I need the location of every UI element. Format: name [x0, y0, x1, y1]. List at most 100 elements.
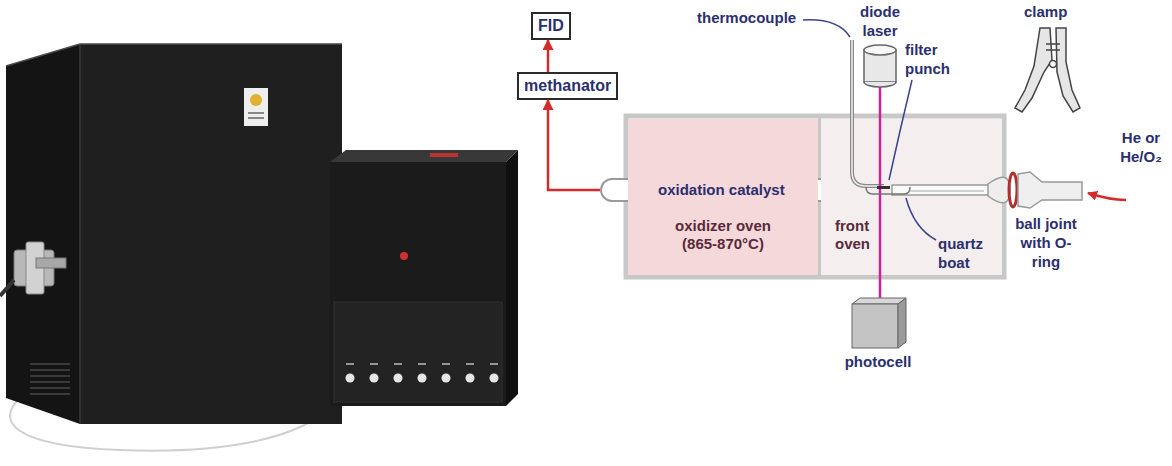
leader-line — [906, 198, 936, 240]
warning-sticker — [244, 88, 268, 126]
node-label: oxidation catalyst — [658, 181, 785, 199]
label-anchor: photocell — [845, 352, 912, 371]
diode-laser-symbol — [864, 50, 896, 82]
thermocouple-probe — [852, 40, 884, 186]
photocell-symbol — [898, 298, 906, 348]
photocell-symbol — [852, 298, 906, 304]
filter-punch-symbol — [877, 186, 890, 189]
oven-housing — [626, 116, 1004, 277]
ball-joint-symbol — [988, 172, 1082, 208]
gas-connector — [14, 250, 54, 286]
warning-sticker — [250, 94, 262, 106]
knob-marks — [466, 363, 474, 365]
ball-joint-symbol — [1009, 173, 1017, 207]
unit-edge — [6, 44, 80, 66]
panel-knobs — [346, 374, 499, 383]
leader-line — [803, 20, 850, 37]
knob-marks — [346, 363, 498, 365]
leader-line — [889, 80, 912, 180]
red-tag — [430, 153, 458, 157]
clamp-symbol — [1050, 61, 1057, 68]
panel-knobs — [418, 374, 427, 383]
unit-front — [80, 44, 342, 424]
knob-marks — [394, 363, 402, 365]
unit-front — [330, 162, 506, 406]
quartz-boat-symbol — [910, 190, 984, 191]
panel-knobs — [490, 374, 499, 383]
gas-connector — [36, 258, 66, 268]
knob-marks — [490, 363, 498, 365]
panel-knobs — [346, 374, 355, 383]
label-anchor: thermocouple — [697, 8, 796, 27]
thermocouple-probe — [852, 40, 884, 186]
label-anchor: filter punch — [905, 40, 950, 78]
gas-flow-arrow — [548, 100, 600, 190]
part-label: diode laser — [860, 2, 900, 40]
label-anchor: clamp — [1024, 2, 1067, 21]
label-anchor: ball joint with O-ring — [1009, 214, 1083, 271]
label-anchor: diode laser — [860, 2, 900, 40]
clamp-symbol — [1015, 28, 1052, 112]
warning-sticker — [248, 112, 264, 114]
part-label: filter punch — [905, 40, 950, 78]
node-label: oxidizer oven (865-870°C) — [661, 217, 785, 253]
detector-box: FID — [531, 12, 571, 40]
quartz-boat-symbol — [866, 187, 910, 194]
unit-side — [506, 150, 518, 406]
vent-grille — [30, 375, 70, 377]
power-lamp — [400, 252, 408, 260]
part-label: clamp — [1024, 2, 1067, 21]
diode-laser-symbol — [864, 45, 896, 87]
laser-beam — [879, 82, 882, 299]
thermocouple-probe — [852, 40, 884, 186]
knob-marks — [442, 363, 450, 365]
oven-housing — [626, 116, 1004, 277]
panel-knobs — [442, 374, 451, 383]
photocell-symbol — [852, 298, 906, 348]
label-anchor: He or He/O₂ — [1120, 128, 1162, 166]
knob-marks — [418, 363, 426, 365]
vent-grille — [30, 387, 70, 389]
vent-grille — [30, 369, 70, 371]
panel-knobs — [394, 374, 403, 383]
part-label: thermocouple — [697, 8, 796, 27]
photocell-symbol — [852, 304, 898, 348]
part-label: ball joint with O-ring — [1009, 214, 1083, 271]
inlet-tube — [892, 185, 990, 195]
vent-grille — [30, 393, 70, 395]
knob-marks — [370, 363, 378, 365]
diode-laser-symbol — [864, 45, 896, 55]
diode-laser-symbol — [864, 82, 896, 87]
unit-edge — [80, 43, 342, 45]
vent-grille — [30, 364, 70, 394]
gas-connector — [0, 280, 14, 296]
part-label: photocell — [845, 352, 912, 371]
warning-sticker — [248, 117, 264, 119]
panel-knobs — [370, 374, 379, 383]
unit-side — [6, 44, 80, 424]
front-panel — [334, 302, 502, 402]
gas-flow-arrow — [547, 40, 550, 72]
clamp-symbol — [1046, 44, 1060, 50]
warning-sticker — [244, 88, 268, 126]
ball-joint-symbol — [988, 177, 1010, 202]
node-label: FID — [538, 16, 564, 36]
panel-knobs — [466, 374, 475, 383]
unit-top — [330, 150, 518, 162]
instrument-photo — [0, 44, 518, 451]
part-label: quartz boat — [938, 234, 983, 272]
vent-grille — [30, 381, 70, 383]
node-label: methanator — [524, 76, 611, 96]
ball-joint-symbol — [1018, 172, 1082, 208]
part-label: He or He/O₂ — [1120, 128, 1162, 166]
knob-marks — [346, 363, 354, 365]
unit-edge — [79, 44, 81, 424]
gas-connector — [26, 242, 44, 294]
quartz-boat-symbol — [866, 187, 984, 194]
node-label: front oven — [835, 217, 870, 253]
clamp-symbol — [1056, 28, 1080, 112]
cable — [10, 398, 334, 451]
